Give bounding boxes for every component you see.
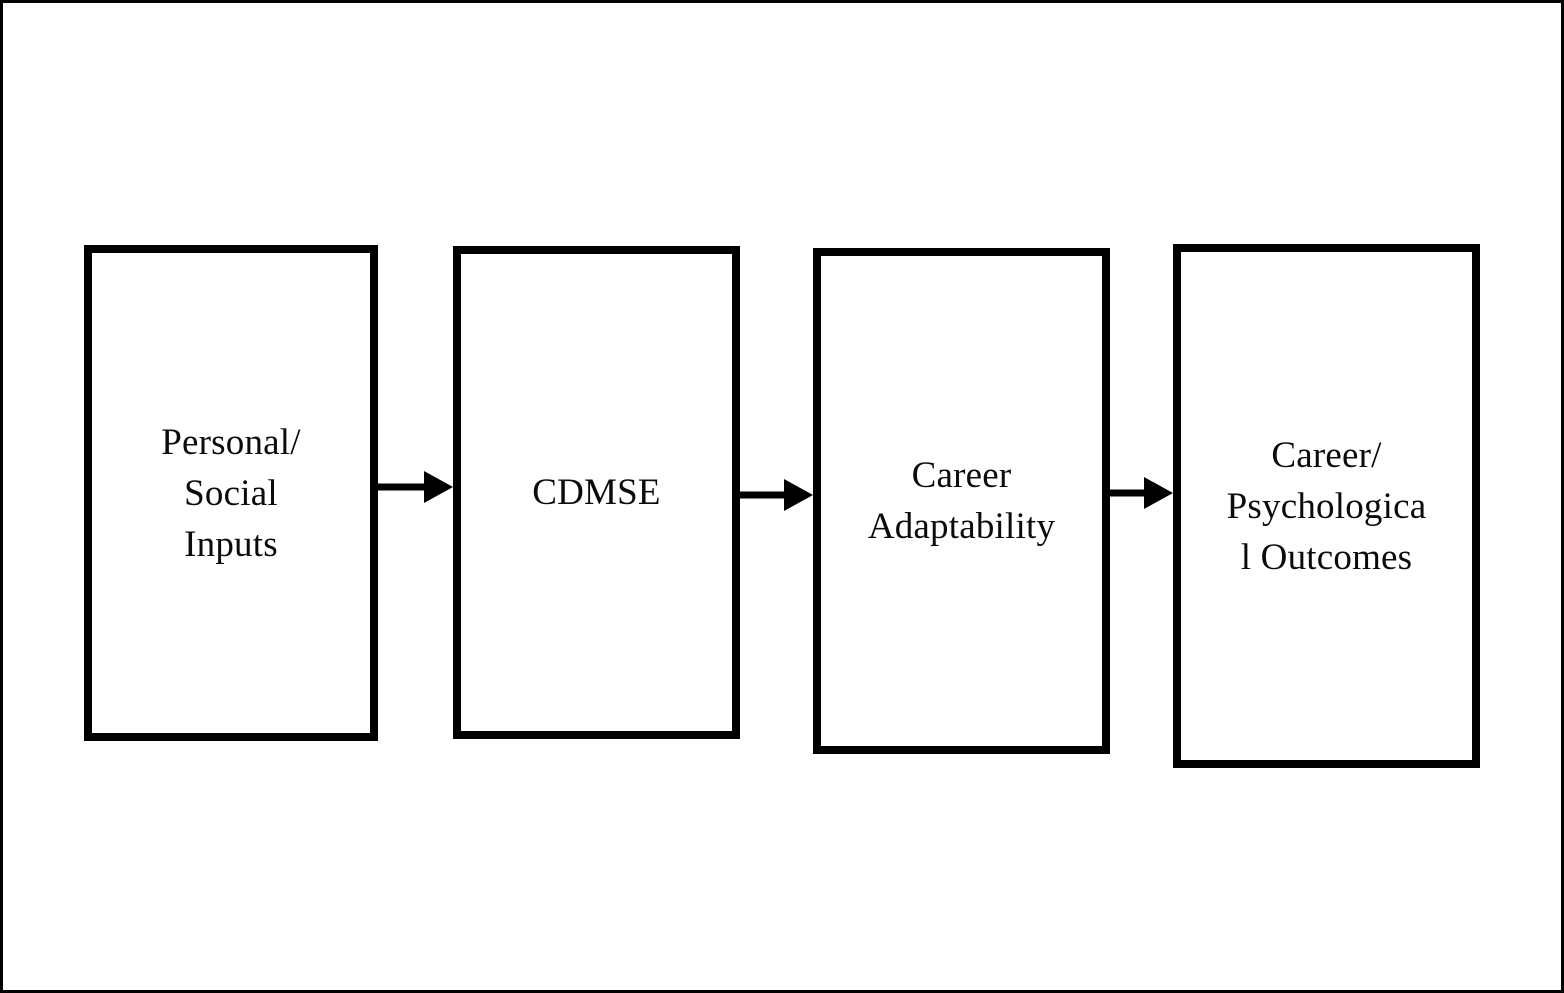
node-label-personal-social-inputs: Personal/ Social Inputs: [161, 421, 301, 565]
node-cdmse[interactable]: CDMSE: [453, 246, 740, 739]
node-label-career-adaptability: Career Adaptability: [867, 455, 1056, 547]
node-career-adaptability[interactable]: Career Adaptability: [813, 248, 1110, 754]
arrow-inputs-to-cdmse: [378, 467, 453, 507]
arrow-cdmse-to-adaptability: [740, 475, 813, 515]
arrow-adaptability-to-outcomes: [1110, 473, 1173, 513]
node-personal-social-inputs[interactable]: Personal/ Social Inputs: [84, 245, 378, 741]
node-label-cdmse: CDMSE: [532, 472, 661, 513]
node-career-psychological-outcomes[interactable]: Career/ Psychologica l Outcomes: [1173, 244, 1480, 768]
node-label-career-psychological-outcomes: Career/ Psychologica l Outcomes: [1226, 434, 1427, 578]
